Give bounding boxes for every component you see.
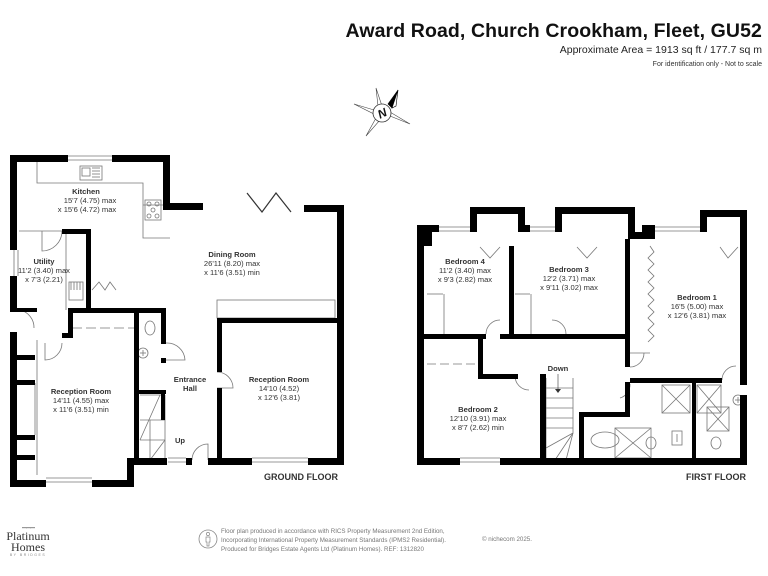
room-dim-bedroom-2-2: x 8'7 (2.62) min [452,423,504,432]
room-dim-reception-2-a: 14'10 (4.52) [259,384,300,393]
room-name-dining-room: Dining Room [208,250,255,259]
room-dim-reception-1-b: x 11'6 (3.51) min [53,405,109,414]
room-dim-bedroom-3-1: 12'2 (3.71) max [543,274,596,283]
room-dim-bedroom-1-1: 16'5 (5.00) max [671,302,724,311]
room-name-bedroom-1: Bedroom 1 [677,293,717,302]
stairs-down-arrow-icon [555,389,561,393]
room-dim-kitchen-1: 15'7 (4.75) max [64,196,117,205]
ground-floor-plan: Kitchen 15'7 (4.75) max x 15'6 (4.72) ma… [10,155,344,487]
room-dim-kitchen-2: x 15'6 (4.72) max [58,205,117,214]
room-name-entrance-hall: Entrance [174,375,207,384]
room-name-utility: Utility [33,257,55,266]
footer-line-1: Floor plan produced in accordance with R… [221,528,445,535]
north-compass-icon: N [353,87,411,137]
room-dim-bedroom-1-2: x 12'6 (3.81) max [668,311,727,320]
copyright-text: © nichecom 2025. [482,536,532,543]
room-name-reception-room-2: Reception Room [249,375,310,384]
room-name-reception-room-1: Reception Room [51,387,112,396]
room-dim-reception-2-b: x 12'6 (3.81) [258,393,300,402]
room-dim-bedroom-4-2: x 9'3 (2.82) max [438,275,492,284]
scale-note: For identification only - Not to scale [652,61,762,68]
birds-logo-icon: ‒‒‒ [21,522,35,532]
room-dim-dining-1: 26'11 (8.20) max [204,259,260,268]
logo-line-1: Platinum [6,529,50,543]
logo-line-3: BY BRIDGES [9,553,47,557]
footer-line-2: Incorporating International Property Mea… [221,537,446,544]
room-name-bedroom-2: Bedroom 2 [458,405,498,414]
property-title: Award Road, Church Crookham, Fleet, GU52 [345,20,762,42]
footer-disclaimer: Floor plan produced in accordance with R… [196,527,546,557]
room-dim-bedroom-4-1: 11'2 (3.40) max [439,266,491,275]
room-dim-reception-1-a: 14'11 (4.55) max [53,396,109,405]
ground-floor-label: GROUND FLOOR [264,472,338,482]
room-name-entrance-hall-2: Hall [183,384,197,393]
room-dim-bedroom-2-1: 12'10 (3.91) max [450,414,507,423]
room-dim-dining-2: x 11'6 (3.51) min [204,268,260,277]
room-name-kitchen: Kitchen [72,187,100,196]
agency-logo: ‒‒‒ Platinum Homes BY BRIDGES [4,523,52,558]
room-name-bedroom-3: Bedroom 3 [549,265,589,274]
room-dim-utility-1: 11'2 (3.40) max [18,266,70,275]
room-dim-bedroom-3-2: x 9'11 (3.02) max [540,283,598,292]
first-floor-plan: Bedroom 4 11'2 (3.40) max x 9'3 (2.82) m… [417,207,747,482]
logo-line-2: Homes [11,540,45,554]
stairs-up-label: Up [175,436,185,445]
approximate-area: Approximate Area = 1913 sq ft / 177.7 sq… [559,44,762,56]
stairs-down-label: Down [548,364,569,373]
room-name-bedroom-4: Bedroom 4 [445,257,485,266]
footer-line-3: Produced for Bridges Estate Agents Ltd (… [221,546,424,553]
room-dim-utility-2: x 7'3 (2.21) [25,275,63,284]
person-measurement-icon [198,529,218,549]
first-floor-label: FIRST FLOOR [686,472,746,482]
